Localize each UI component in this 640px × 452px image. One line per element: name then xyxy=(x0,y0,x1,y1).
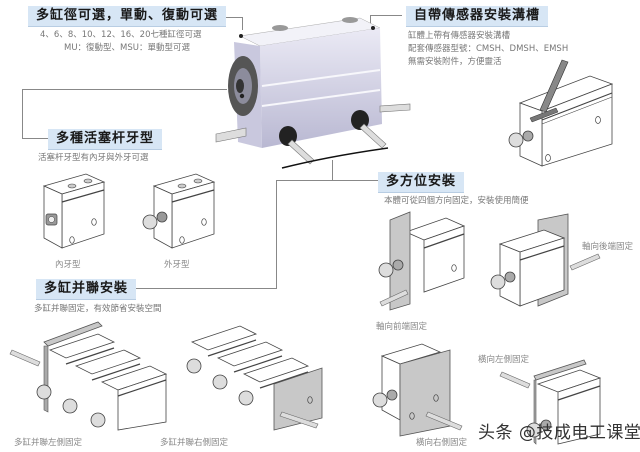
external-thread-illustration xyxy=(142,173,216,249)
rod-title: 多種活塞杆牙型 xyxy=(48,129,163,150)
caption-internal-thread: 內牙型 xyxy=(55,260,81,270)
caption-axial-front: 軸向前端固定 xyxy=(376,322,428,332)
mounting-desc: 本體可從四個方向固定，安裝使用簡便 xyxy=(384,196,529,206)
caption-lateral-left: 橫向左側固定 xyxy=(478,355,530,365)
leader-line-rod xyxy=(22,89,227,90)
axial-front-mount-illustration xyxy=(378,211,466,311)
lateral-left-mount-illustration xyxy=(499,359,602,445)
leader-line-mount xyxy=(276,180,380,181)
sensor-desc-3: 無需安裝附件，方便靈活 xyxy=(408,57,502,67)
leader-line-multi xyxy=(136,288,277,289)
leader-line-sensor xyxy=(370,15,402,16)
caption-multi-right: 多缸并聯右側固定 xyxy=(160,438,229,448)
axial-rear-mount-illustration xyxy=(490,213,601,307)
bore-desc-1: 4、6、8、10、12、16、20七種缸徑可選 xyxy=(40,30,202,40)
sensor-desc-2: 配套傳感器型號：CMSH、DMSH、EMSH xyxy=(408,44,569,54)
leader-line-rod-drop xyxy=(22,89,23,139)
leader-line-mount-drop xyxy=(332,160,333,180)
leader-line-bore-drop xyxy=(242,17,243,30)
caption-external-thread: 外牙型 xyxy=(164,260,190,270)
lateral-right-mount-illustration xyxy=(372,343,463,437)
multi-desc: 多缸并聯固定，有效節省安裝空間 xyxy=(34,304,162,314)
caption-lateral-right: 橫向右側固定 xyxy=(416,438,468,448)
leader-line-multi-drop xyxy=(276,180,277,288)
leader-line-sensor-drop xyxy=(370,15,371,29)
multi-title: 多缸并聯安裝 xyxy=(36,279,137,300)
sensor-groove-illustration xyxy=(508,59,614,167)
multi-left-mount-illustration xyxy=(9,321,168,431)
sensor-title: 自帶傳感器安裝溝槽 xyxy=(406,6,549,27)
sensor-desc-1: 缸體上帶有傳感器安裝溝槽 xyxy=(408,31,511,41)
rod-desc: 活塞杆牙型有內牙與外牙可選 xyxy=(38,153,149,163)
caption-multi-left: 多缸并聯左側固定 xyxy=(14,438,83,448)
internal-thread-illustration xyxy=(42,173,106,249)
multi-right-mount-illustration xyxy=(186,325,323,431)
bore-desc-2: MU：復動型、MSU：單動型可選 xyxy=(64,43,191,53)
bore-title: 多缸徑可選，單動、復動可選 xyxy=(28,6,227,27)
caption-axial-rear: 軸向後端固定 xyxy=(582,242,634,252)
watermark: 头条 @技成电工课堂 xyxy=(478,423,640,443)
main-cylinder-image xyxy=(215,17,411,169)
leader-line-rod-join xyxy=(22,138,48,139)
mounting-title: 多方位安裝 xyxy=(378,172,465,193)
